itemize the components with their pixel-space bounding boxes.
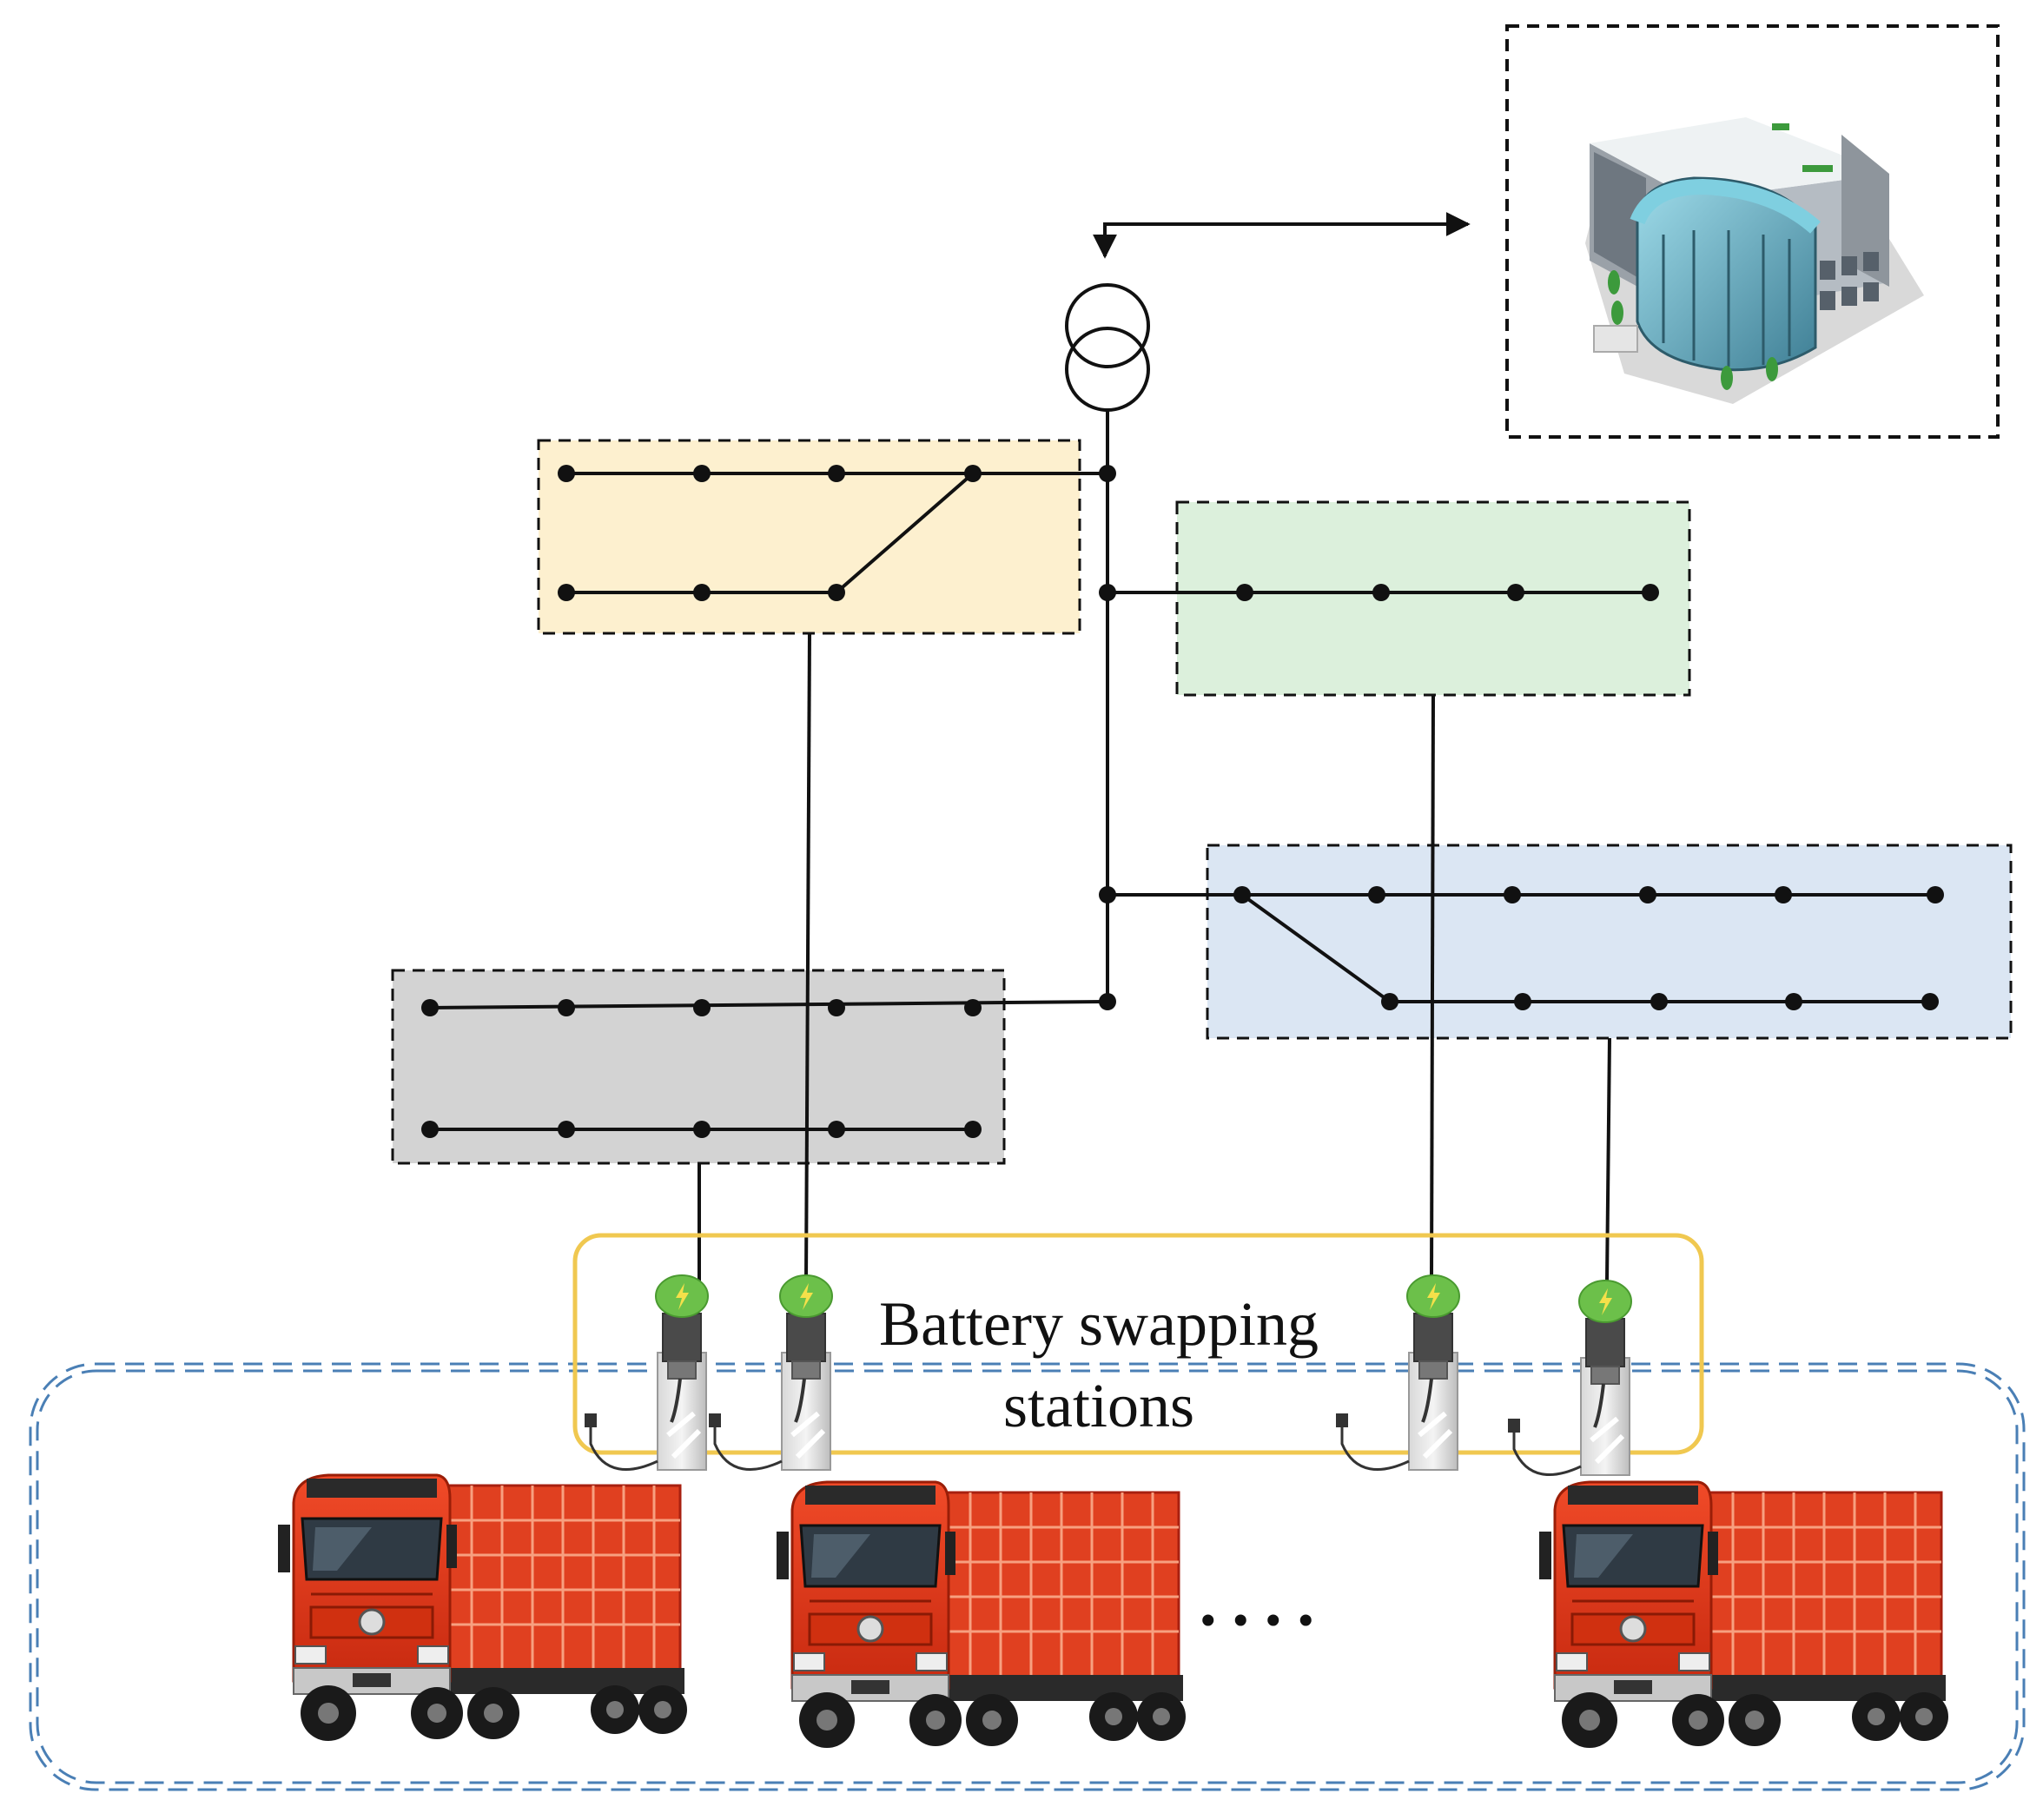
zone-green xyxy=(1175,500,1691,697)
transformer-icon xyxy=(1065,283,1150,412)
stations-label-line2: stations xyxy=(1003,1371,1194,1440)
grid-connection-arrow xyxy=(1093,212,1471,259)
truck-fleet-boundary xyxy=(29,1362,2026,1791)
truck-fleet-boundary-inner xyxy=(36,1369,2019,1784)
building-icon xyxy=(1585,117,1924,404)
truck-icon xyxy=(276,1473,689,1743)
charging-pile-icon xyxy=(1508,1281,1631,1475)
zone-yellow xyxy=(537,439,1081,635)
charging-pile-icon xyxy=(585,1275,708,1470)
feeder-nodes xyxy=(421,465,1944,1138)
stations-label-line1: Battery swapping xyxy=(879,1289,1319,1359)
battery-swapping-stations-box xyxy=(572,1233,1704,1455)
truck-icon xyxy=(775,1480,1187,1750)
zone-blue xyxy=(1206,844,2013,1040)
truck-ellipsis: .... xyxy=(1196,1539,1326,1645)
truck-icon xyxy=(1537,1480,1950,1750)
charging-pile-icon xyxy=(1336,1275,1459,1470)
building-box xyxy=(1505,24,2000,439)
charging-pile-icon xyxy=(709,1275,832,1470)
